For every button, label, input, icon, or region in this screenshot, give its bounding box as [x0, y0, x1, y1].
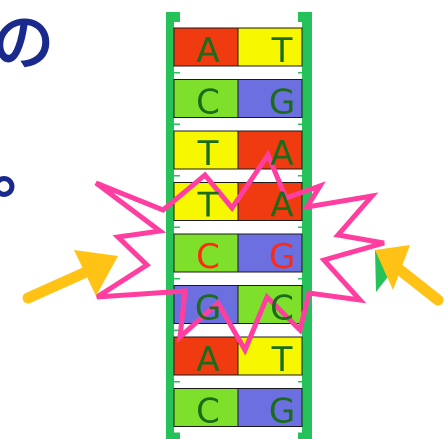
- base-letter-left: A: [196, 340, 219, 380]
- base-letter-left: T: [197, 186, 219, 226]
- base-letter-right: G: [269, 392, 295, 432]
- arrow-right-icon: [375, 245, 438, 300]
- base-letter-right: A: [270, 134, 293, 174]
- base-letter-right: G: [269, 237, 295, 277]
- base-letter-left: G: [195, 289, 221, 329]
- base-letter-left: A: [196, 31, 219, 71]
- base-cell-right: [238, 28, 302, 66]
- base-letter-left: T: [197, 134, 219, 174]
- base-letter-left: C: [196, 392, 220, 432]
- base-letter-right: G: [269, 83, 295, 123]
- base-letter-right: T: [271, 340, 293, 380]
- base-letter-right: T: [271, 31, 293, 71]
- base-letter-left: C: [196, 237, 220, 277]
- base-letter-right: C: [270, 289, 294, 329]
- base-letter-left: C: [196, 83, 220, 123]
- base-letter-right: A: [270, 186, 293, 226]
